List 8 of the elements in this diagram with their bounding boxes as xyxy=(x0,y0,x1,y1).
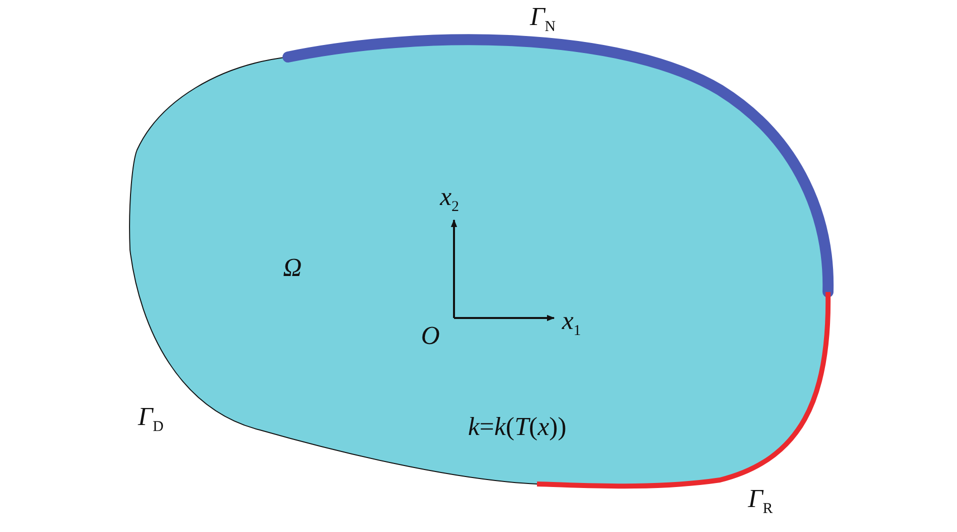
axis-label: x$_{2}$ xyxy=(440,184,460,215)
axis-label: x$_{1}$ xyxy=(562,308,582,339)
formula-text: k=k(T(x)) xyxy=(468,414,566,440)
origin-label: O xyxy=(421,323,440,349)
boundary-label: Γ$_{N}$ xyxy=(530,4,556,35)
boundary-label: Γ$_{D}$ xyxy=(138,404,164,435)
domain-label: Ω xyxy=(283,255,302,281)
boundary-label: Γ$_{R}$ xyxy=(748,486,773,517)
